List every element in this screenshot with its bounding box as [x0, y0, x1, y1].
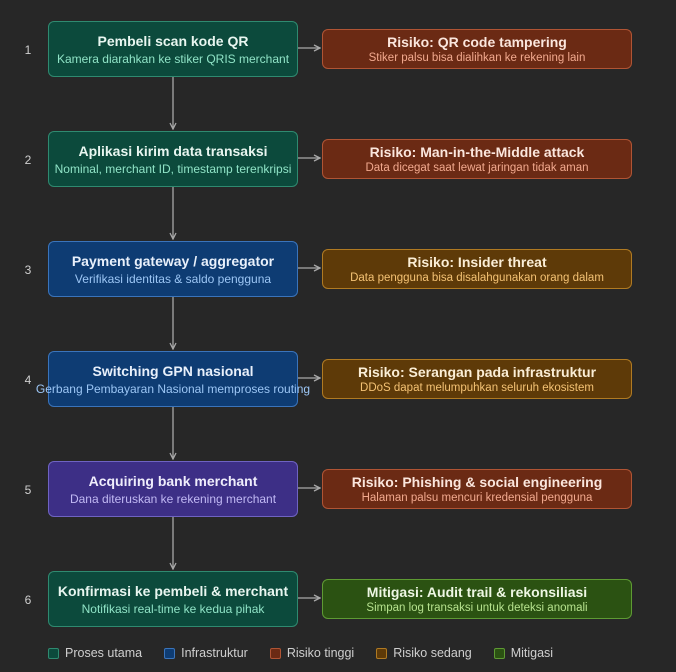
step-number: 1 — [24, 43, 32, 57]
step-number: 5 — [24, 483, 32, 497]
step-number: 3 — [24, 263, 32, 277]
process-subtitle: Dana diteruskan ke rekening merchant — [69, 491, 277, 506]
step-number: 4 — [24, 373, 32, 387]
process-box-send-data: Aplikasi kirim data transaksi Nominal, m… — [48, 131, 298, 187]
risk-subtitle: DDoS dapat melumpuhkan seluruh ekosistem — [360, 381, 594, 394]
legend-label: Mitigasi — [510, 646, 554, 660]
legend-swatch — [164, 647, 176, 659]
mitigation-box-audit-trail: Mitigasi: Audit trail & rekonsiliasi Sim… — [322, 579, 632, 619]
legend-swatch — [493, 647, 505, 659]
process-box-confirmation: Konfirmasi ke pembeli & merchant Notifik… — [48, 571, 298, 627]
process-subtitle: Verifikasi identitas & saldo pengguna — [74, 271, 272, 286]
step-number: 2 — [24, 153, 32, 167]
process-subtitle: Gerbang Pembayaran Nasional memproses ro… — [35, 381, 311, 396]
legend: Proses utama Infrastruktur Risiko tinggi… — [48, 646, 553, 660]
legend-label: Risiko sedang — [393, 646, 472, 660]
risk-subtitle: Halaman palsu mencuri kredensial penggun… — [361, 491, 593, 504]
legend-item-infrastructure: Infrastruktur — [164, 646, 248, 660]
legend-label: Infrastruktur — [181, 646, 248, 660]
risk-title: Risiko: Phishing & social engineering — [351, 473, 603, 490]
process-title: Pembeli scan kode QR — [97, 32, 249, 49]
risk-title: Risiko: Insider threat — [407, 253, 547, 270]
risk-title: Risiko: Serangan pada infrastruktur — [357, 363, 597, 380]
process-box-scan-qr: Pembeli scan kode QR Kamera diarahkan ke… — [48, 21, 298, 77]
process-title: Switching GPN nasional — [92, 362, 254, 379]
legend-label: Proses utama — [65, 646, 143, 660]
process-title: Konfirmasi ke pembeli & merchant — [57, 582, 289, 599]
mitigation-title: Mitigasi: Audit trail & rekonsiliasi — [366, 583, 588, 600]
legend-swatch — [48, 647, 59, 659]
legend-item-main-process: Proses utama — [48, 646, 142, 660]
risk-box-phishing: Risiko: Phishing & social engineering Ha… — [322, 469, 632, 509]
legend-label: Risiko tinggi — [286, 646, 355, 660]
process-box-gpn-switching: Switching GPN nasional Gerbang Pembayara… — [36, 351, 310, 407]
risk-subtitle: Data dicegat saat lewat jaringan tidak a… — [365, 161, 589, 174]
legend-swatch — [269, 647, 281, 659]
risk-subtitle: Data pengguna bisa disalahgunakan orang … — [350, 271, 604, 284]
process-title: Payment gateway / aggregator — [71, 252, 275, 269]
process-subtitle: Kamera diarahkan ke stiker QRIS merchant — [56, 51, 290, 66]
risk-box-insider-threat: Risiko: Insider threat Data pengguna bis… — [322, 249, 632, 289]
risk-box-mitm: Risiko: Man-in-the-Middle attack Data di… — [322, 139, 632, 179]
legend-item-high-risk: Risiko tinggi — [269, 646, 355, 660]
risk-box-qr-tampering: Risiko: QR code tampering Stiker palsu b… — [322, 29, 632, 69]
risk-title: Risiko: QR code tampering — [387, 33, 567, 50]
legend-item-medium-risk: Risiko sedang — [376, 646, 472, 660]
mitigation-subtitle: Simpan log transaksi untuk deteksi anoma… — [366, 601, 588, 614]
legend-swatch — [376, 647, 388, 659]
risk-title: Risiko: Man-in-the-Middle attack — [369, 143, 585, 160]
process-title: Aplikasi kirim data transaksi — [78, 142, 268, 159]
process-subtitle: Nominal, merchant ID, timestamp terenkri… — [54, 161, 292, 176]
process-box-acquiring-bank: Acquiring bank merchant Dana diteruskan … — [48, 461, 298, 517]
risk-subtitle: Stiker palsu bisa dialihkan ke rekening … — [368, 51, 586, 64]
process-subtitle: Notifikasi real-time ke kedua pihak — [81, 601, 265, 616]
legend-item-mitigation: Mitigasi — [493, 646, 554, 660]
process-title: Acquiring bank merchant — [88, 472, 258, 489]
step-number: 6 — [24, 593, 32, 607]
process-box-payment-gateway: Payment gateway / aggregator Verifikasi … — [48, 241, 298, 297]
risk-box-infrastructure-attack: Risiko: Serangan pada infrastruktur DDoS… — [322, 359, 632, 399]
